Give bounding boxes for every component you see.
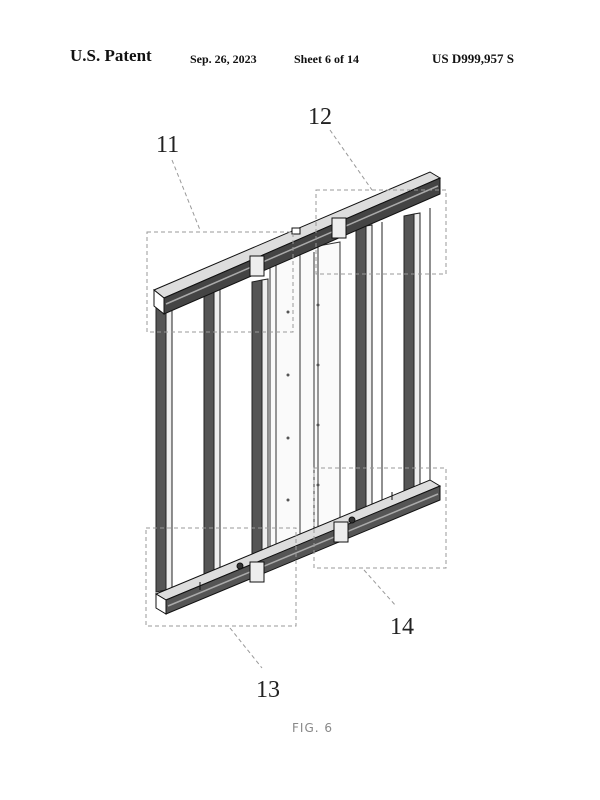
light-bars-right (355, 208, 431, 515)
detail-boxes (145, 189, 447, 627)
bottom-rail (154, 479, 442, 615)
patent-label: U.S. Patent (70, 46, 152, 65)
detail-box-14 (313, 467, 447, 569)
leader-lines (171, 129, 397, 669)
reference-numeral-13: 13 (256, 677, 280, 703)
sheet-number: Sheet 6 of 14 (294, 52, 359, 66)
detail-box-13 (145, 527, 297, 627)
figure-label: FIG. 6 (292, 721, 333, 735)
center-panels (269, 241, 341, 557)
patent-date: Sep. 26, 2023 (190, 52, 257, 66)
light-bars-left (155, 278, 269, 593)
top-rail (153, 171, 442, 316)
detail-box-12 (315, 189, 447, 275)
patent-number: US D999,957 S (432, 51, 514, 66)
reference-numeral-14: 14 (390, 614, 414, 640)
detail-box-11 (146, 231, 294, 333)
reference-numeral-12: 12 (308, 104, 332, 130)
reference-numeral-11: 11 (156, 132, 179, 158)
panel-screws (286, 303, 320, 502)
